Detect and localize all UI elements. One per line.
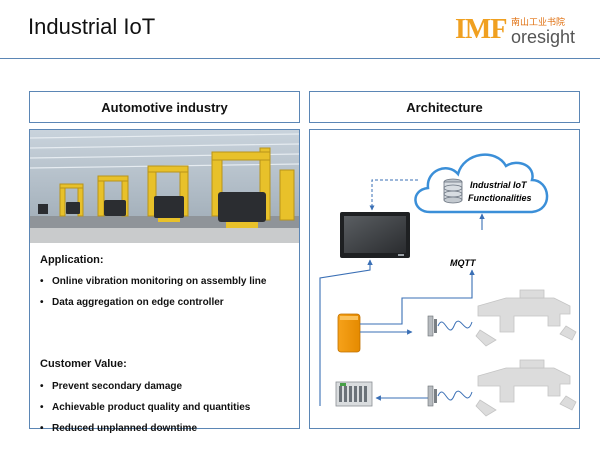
application-item: Data aggregation on edge controller [40,297,224,308]
customer-value-item: Reduced unplanned downtime [40,423,197,434]
machine-silhouette-icon [475,359,577,417]
cloud-label-line1: Industrial IoT [470,180,528,190]
header-divider [0,58,600,59]
mqtt-label: MQTT [450,258,477,268]
vibration-wave-icon [437,320,473,331]
logo-brand: IMF [455,14,507,45]
hmi-touch-panel-icon [340,212,410,258]
customer-value-item: Prevent secondary damage [40,381,182,392]
database-icon [443,178,463,204]
customer-value-item: Achievable product quality and quantitie… [40,402,250,413]
cloud-label-line2: Functionalities [468,193,532,203]
vibration-sensor-icon [427,315,437,337]
application-title: Application: [40,254,104,266]
customer-value-title: Customer Value: [40,358,127,370]
edge-controller-icon [337,313,361,353]
imf-foresight-logo: IMF 南山工业书院 oresight [455,15,585,49]
slide-title: Industrial IoT [28,14,156,39]
architecture-diagram: Industrial IoT Functionalities MQTT [319,153,577,417]
factory-assembly-line-photo [30,130,299,243]
architecture-header: Architecture [309,91,580,123]
application-item: Online vibration monitoring on assembly … [40,276,266,287]
vibration-wave-icon [437,390,473,401]
vibration-sensor-icon [427,385,437,407]
logo-wordmark: oresight [511,27,576,47]
automotive-industry-header: Automotive industry [29,91,300,123]
machine-silhouette-icon [475,289,577,347]
logo-chinese-text: 南山工业书院 [511,17,566,27]
io-module-icon [335,381,373,407]
